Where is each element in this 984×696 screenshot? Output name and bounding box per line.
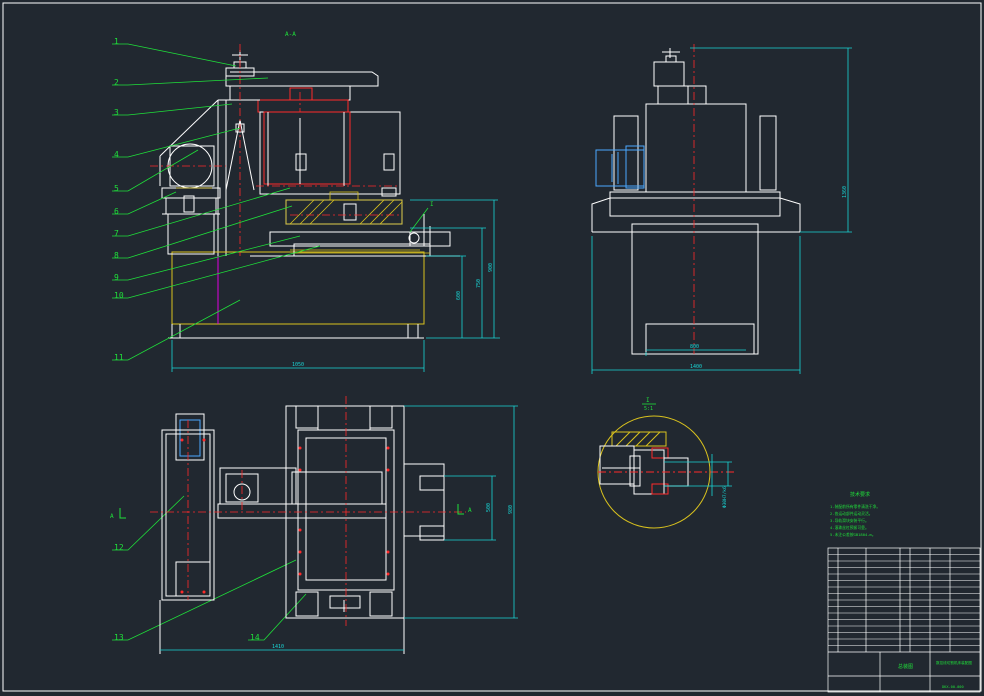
side-view xyxy=(591,48,801,355)
dim-front-h1: 600 xyxy=(456,291,462,300)
balloon-11: 11 xyxy=(114,353,124,362)
notes-heading: 技术要求 xyxy=(850,491,870,498)
balloon-1: 1 xyxy=(114,37,119,46)
dim-side-inner: 800 xyxy=(690,344,699,350)
front-dimensions xyxy=(171,199,500,372)
section-label: A-A xyxy=(285,31,296,38)
balloon-13: 13 xyxy=(114,633,124,642)
title-drawing-code: DKX-00-000 xyxy=(942,685,964,689)
front-detail-marker: I xyxy=(430,201,434,208)
detail-label: I xyxy=(646,397,650,404)
balloon-8: 8 xyxy=(114,251,119,260)
detail-scale: 5:1 xyxy=(644,406,653,412)
dim-side-base: 1400 xyxy=(690,364,702,370)
plan-centerlines xyxy=(150,396,466,626)
title-drawing-name: 数控线切割机床装配图 xyxy=(936,660,972,665)
plan-dimensions xyxy=(160,405,518,651)
front-dimension-text: 1050 600 750 900 xyxy=(292,263,494,368)
balloon-3: 3 xyxy=(114,108,119,117)
section-marker-right: A xyxy=(468,507,472,514)
balloon-leaders xyxy=(112,43,429,641)
section-marker-left: A xyxy=(110,513,114,520)
balloon-4: 4 xyxy=(114,150,119,159)
balloon-12: 12 xyxy=(114,543,124,552)
parts-list-table xyxy=(827,547,981,693)
balloon-labels: 1 2 3 4 5 6 7 8 9 10 11 12 13 14 I xyxy=(114,37,434,642)
front-section-view xyxy=(159,50,460,339)
balloon-14: 14 xyxy=(250,633,260,642)
balloon-10: 10 xyxy=(114,291,124,300)
dim-front-width: 1050 xyxy=(292,362,304,368)
detail-view xyxy=(597,415,736,529)
side-dimension-text: 1360 1400 800 xyxy=(690,186,848,370)
balloon-9: 9 xyxy=(114,273,119,282)
note-line-2: 2.各运动部件运动灵活。 xyxy=(830,511,873,516)
balloon-2: 2 xyxy=(114,78,119,87)
parts-list-rows xyxy=(828,554,980,646)
dim-front-h3: 900 xyxy=(488,263,494,272)
note-line-5: 5.未注公差按GB1804-m。 xyxy=(830,532,876,537)
dim-plan-inner: 500 xyxy=(486,503,492,512)
title-sheet-name: 总装图 xyxy=(898,663,913,670)
front-table-hatch xyxy=(176,187,430,254)
plan-dimension-text: 1410 980 500 xyxy=(272,503,514,650)
note-line-1: 1.装配前所有零件清洗干净。 xyxy=(830,504,880,509)
note-line-3: 3.导轨滑块安装平行。 xyxy=(830,518,869,523)
dim-front-h2: 750 xyxy=(476,279,482,288)
title-block-text: 总装图 数控线切割机床装配图 DKX-00-000 xyxy=(898,660,972,689)
section-markers xyxy=(119,504,464,519)
balloon-5: 5 xyxy=(114,184,119,193)
balloon-7: 7 xyxy=(114,229,119,238)
dim-side-height: 1360 xyxy=(842,186,848,198)
note-line-4: 4.滚珠丝杠预紧可靠。 xyxy=(830,525,869,530)
detail-dimension: Φ30H7/k6 xyxy=(722,486,728,508)
plan-red-details xyxy=(180,438,390,594)
balloon-6: 6 xyxy=(114,207,119,216)
dim-plan-width: 1410 xyxy=(272,644,284,650)
detail-dimensions xyxy=(664,454,732,496)
plan-view xyxy=(159,405,445,654)
side-dimensions xyxy=(591,47,852,374)
dim-plan-depth: 980 xyxy=(508,505,514,514)
technical-notes: 技术要求 1.装配前所有零件清洗干净。 2.各运动部件运动灵活。 3.导轨滑块安… xyxy=(830,491,880,537)
